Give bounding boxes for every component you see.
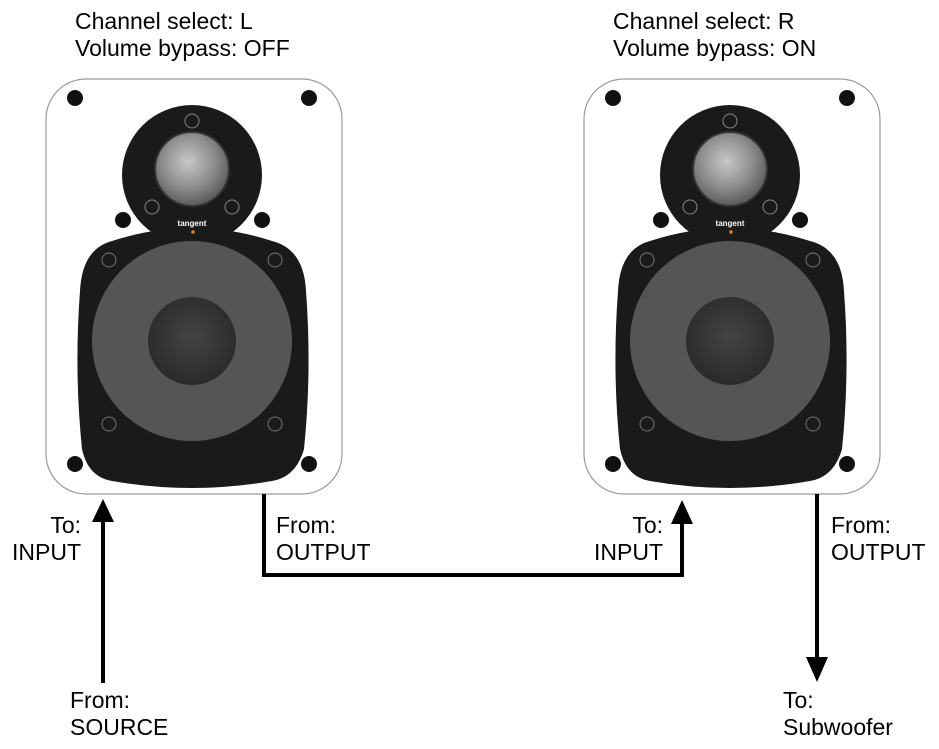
source-label-line2: SOURCE bbox=[70, 714, 169, 740]
left-volume-bypass: Volume bypass: OFF bbox=[75, 35, 290, 61]
right-speaker-settings: Channel select: R Volume bypass: ON bbox=[613, 8, 816, 62]
right-volume-bypass: Volume bypass: ON bbox=[613, 35, 817, 61]
right-output-to-subwoofer-arrow bbox=[806, 494, 828, 682]
subwoofer-label-line2: Subwoofer bbox=[783, 714, 893, 740]
right-input-label: To: INPUT bbox=[594, 512, 663, 566]
right-channel-select: Channel select: R bbox=[613, 8, 795, 34]
left-brand-logo: tangent bbox=[178, 219, 207, 228]
source-label: From: SOURCE bbox=[70, 687, 168, 741]
right-input-label-line2: INPUT bbox=[594, 539, 663, 565]
right-brand-accent bbox=[729, 230, 733, 234]
left-input-label-line2: INPUT bbox=[12, 539, 81, 565]
source-label-line1: From: bbox=[70, 687, 131, 713]
left-output-to-right-input-cable bbox=[262, 494, 693, 577]
left-channel-select: Channel select: L bbox=[75, 8, 253, 34]
right-speaker bbox=[583, 78, 881, 495]
left-input-label: To: INPUT bbox=[12, 512, 81, 566]
subwoofer-label: To: Subwoofer bbox=[783, 687, 893, 741]
subwoofer-label-line1: To: bbox=[783, 687, 814, 713]
right-output-label-line1: From: bbox=[831, 512, 892, 538]
right-brand-logo: tangent bbox=[716, 219, 745, 228]
left-output-label-line2: OUTPUT bbox=[276, 539, 371, 565]
left-input-label-line1: To: bbox=[50, 512, 81, 538]
left-output-label-line1: From: bbox=[276, 512, 337, 538]
left-speaker bbox=[45, 78, 343, 495]
right-input-label-line1: To: bbox=[632, 512, 663, 538]
left-brand-accent bbox=[191, 230, 195, 234]
right-output-label: From: OUTPUT bbox=[831, 512, 926, 566]
right-output-label-line2: OUTPUT bbox=[831, 539, 926, 565]
source-to-left-input-arrow bbox=[92, 499, 114, 683]
left-speaker-settings: Channel select: L Volume bypass: OFF bbox=[75, 8, 290, 62]
left-output-label: From: OUTPUT bbox=[276, 512, 371, 566]
